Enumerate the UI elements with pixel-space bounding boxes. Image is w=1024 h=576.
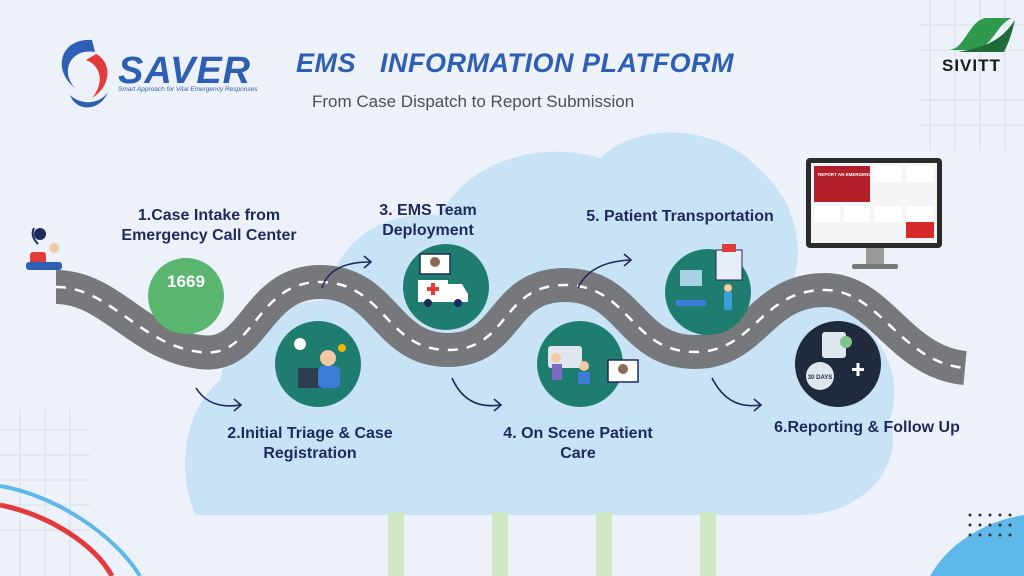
step-1-label-line-2: Emergency Call Center — [121, 227, 297, 244]
step-5-label: 5. Patient Transportation — [570, 207, 790, 227]
step-3-label-line-2: Deployment — [382, 222, 474, 239]
red-arc-bottom-left — [0, 502, 115, 576]
days-badge-label: 30 DAYS — [808, 375, 832, 381]
report-30-days-icon — [806, 332, 864, 390]
sivitt-logo-icon — [948, 18, 1015, 52]
monitor-screen-heading: REPORT AN EMERGENCY CASE — [818, 172, 888, 177]
step-2-label-line-1: 2.Initial Triage & Case — [227, 425, 393, 442]
saver-tagline: Smart Approach for Vital Emergency Respo… — [118, 86, 258, 93]
step-2-circle — [275, 321, 361, 407]
step-4-label-line-2: Care — [560, 445, 596, 462]
phone-call-icon — [26, 227, 62, 270]
step-3-label: 3. EMS Team Deployment — [358, 201, 498, 241]
step-1-label: 1.Case Intake from Emergency Call Center — [104, 206, 314, 246]
step-1-badge-number: 1669 — [167, 272, 205, 291]
step-4-label: 4. On Scene Patient Care — [478, 424, 678, 464]
emergency-room-icon — [676, 244, 743, 310]
step-3-label-line-1: 3. EMS Team — [379, 202, 477, 219]
flow-arrows — [195, 253, 763, 412]
ambulance-icon — [418, 253, 468, 307]
step-2-label-line-2: Registration — [263, 445, 357, 462]
step-1-badge-circle — [148, 258, 224, 334]
cloud-pillars — [388, 512, 716, 576]
step-4-label-line-1: 4. On Scene Patient — [503, 425, 653, 442]
step-6-label: 6.Reporting & Follow Up — [752, 418, 982, 438]
blue-arc-bottom-left — [0, 484, 142, 576]
blue-corner-bottom-right — [930, 515, 1024, 576]
page-title: EMS INFORMATION PLATFORM — [296, 48, 734, 78]
step-6-label-line-1: 6.Reporting & Follow Up — [774, 419, 960, 436]
grid-pattern-bottom-left — [0, 410, 90, 576]
step-1-label-line-1: 1.Case Intake from — [137, 207, 281, 224]
saver-logo-text: SAVER — [118, 50, 252, 92]
page-subtitle: From Case Dispatch to Report Submission — [312, 92, 635, 111]
saver-logo-icon — [61, 39, 108, 108]
step-2-label: 2.Initial Triage & Case Registration — [210, 424, 410, 464]
step-5-label-line-1: 5. Patient Transportation — [586, 208, 774, 225]
sivitt-logo-text: SIVITT — [942, 56, 1001, 75]
platform-monitor — [806, 158, 942, 269]
call-center-agent-icon — [294, 338, 346, 388]
winding-road — [54, 264, 968, 385]
paramedics-icon — [548, 346, 639, 384]
cloud-shape — [185, 132, 895, 516]
dot-pattern-bottom-right — [968, 513, 1012, 537]
